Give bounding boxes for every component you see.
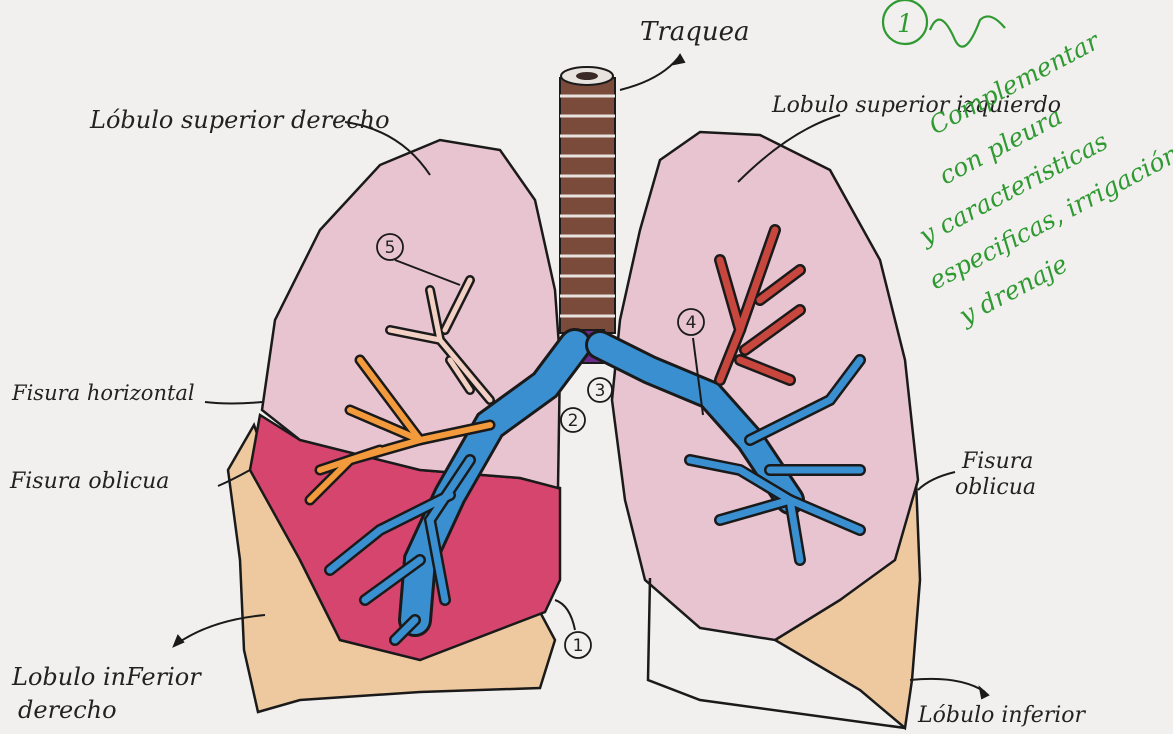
marker-1: 1 bbox=[565, 632, 591, 658]
trachea-lumen bbox=[576, 72, 598, 80]
svg-text:4: 4 bbox=[686, 313, 697, 333]
svg-text:2: 2 bbox=[568, 411, 579, 431]
trachea bbox=[560, 67, 615, 363]
oblique-fissure-left-label-line1: Fisura bbox=[961, 449, 1033, 474]
right-upper-lobe-label: Lóbulo superior derecho bbox=[89, 106, 390, 134]
horizontal-fissure-pointer bbox=[205, 402, 262, 404]
oblique-left-pointer bbox=[918, 472, 955, 490]
marker-2: 2 bbox=[561, 408, 585, 432]
left-lower-lobe-label: Lóbulo inferior bbox=[917, 703, 1087, 728]
svg-text:3: 3 bbox=[595, 381, 606, 401]
trachea-label: Traquea bbox=[640, 17, 750, 47]
svg-text:5: 5 bbox=[385, 238, 396, 258]
oblique-fissure-right-label: Fisura oblicua bbox=[9, 469, 169, 494]
marker-3: 3 bbox=[588, 378, 612, 402]
right-lower-lobe-label-line1: Lobulo inFerior bbox=[11, 663, 202, 691]
annotation-signature bbox=[930, 16, 1005, 46]
svg-text:1: 1 bbox=[573, 636, 584, 656]
horizontal-fissure-label: Fisura horizontal bbox=[11, 381, 195, 405]
right-lower-lobe-label-line2: derecho bbox=[18, 696, 117, 724]
annotation-mark: 1 bbox=[897, 9, 913, 38]
trachea-pointer bbox=[620, 58, 678, 90]
oblique-fissure-left-label-line2: oblicua bbox=[955, 475, 1036, 500]
teacher-annotation: 1 Complementar con pleura y caracteristi… bbox=[883, 0, 1173, 331]
left-lower-pointer bbox=[910, 679, 985, 692]
num1-pointer bbox=[555, 600, 575, 630]
